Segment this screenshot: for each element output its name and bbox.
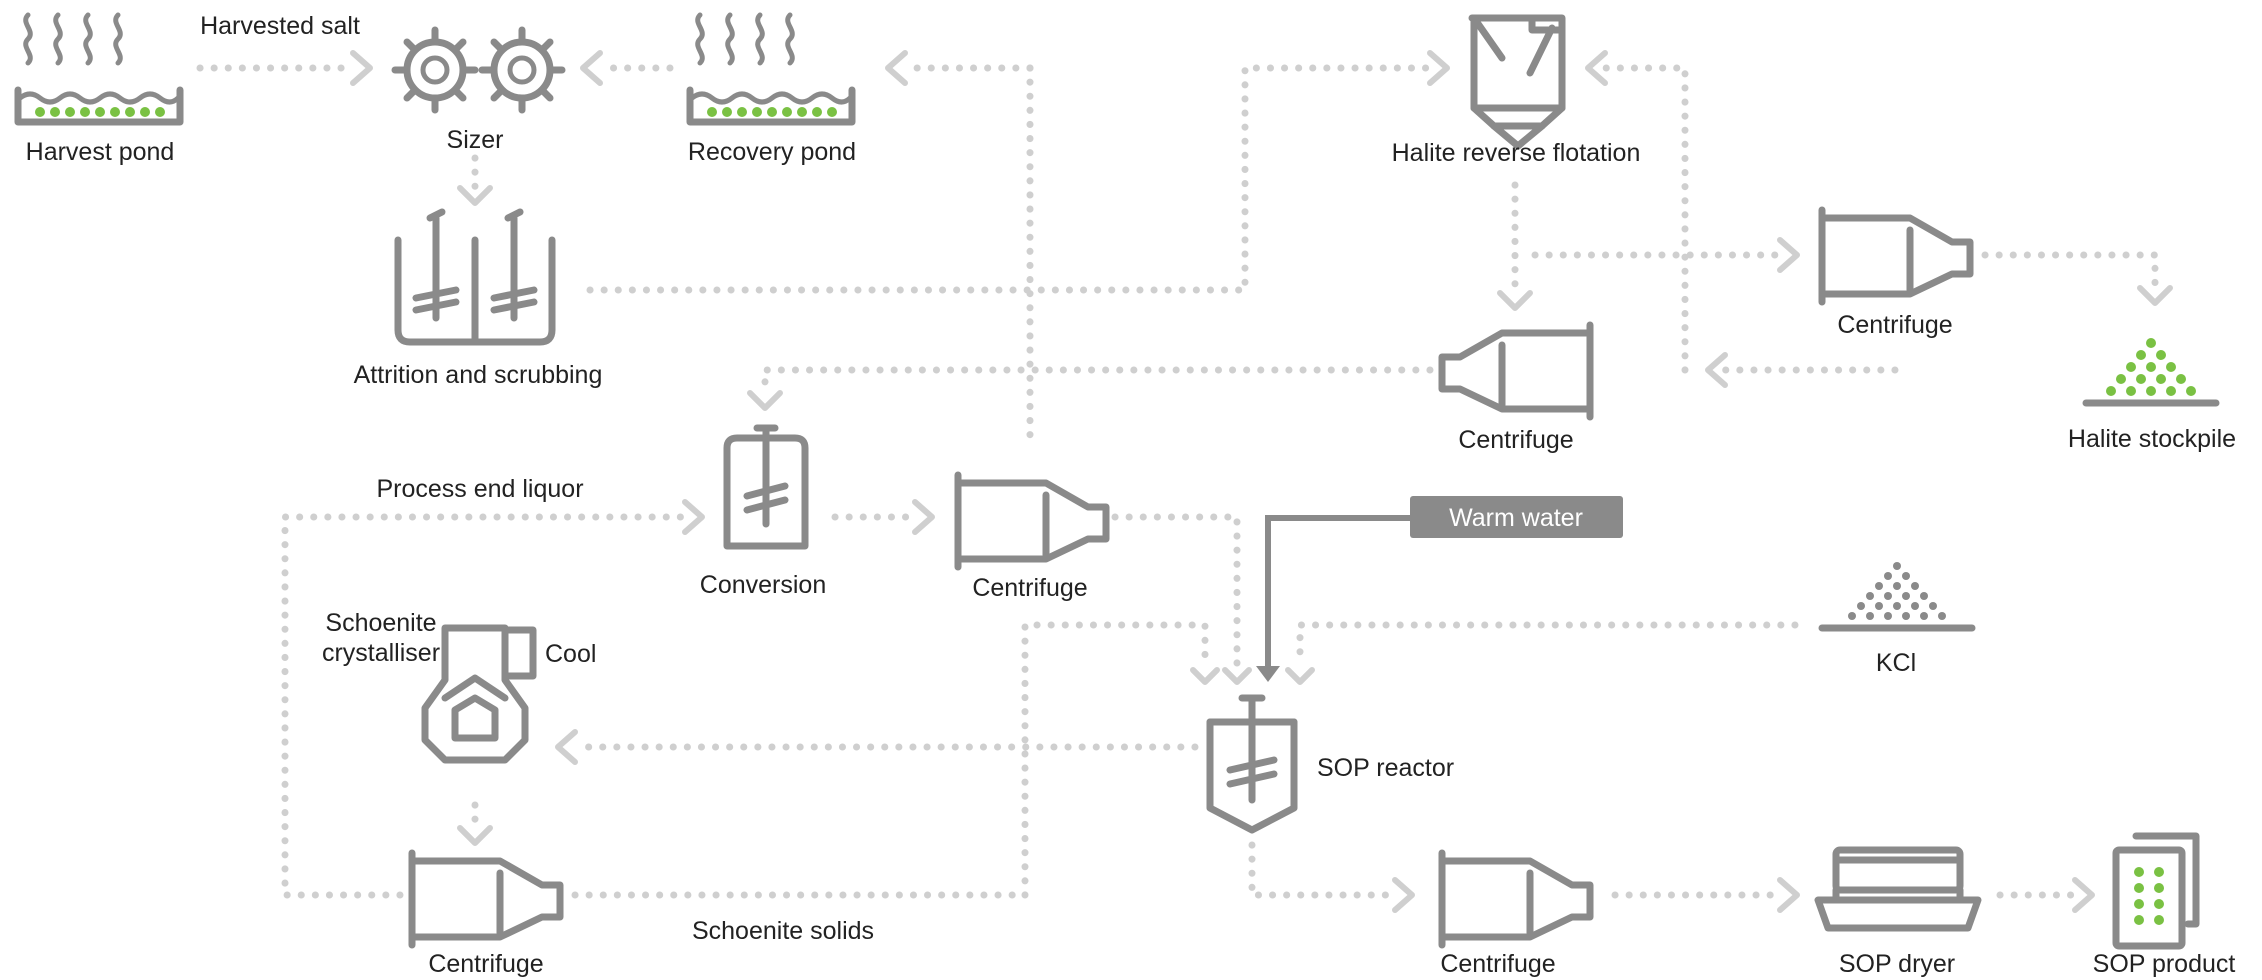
crystalliser-icon <box>421 624 537 764</box>
labels: Harvest pond Harvested salt Sizer Recove… <box>26 12 2236 978</box>
flow-arrow <box>682 499 705 535</box>
product-bags-icon <box>2112 832 2200 950</box>
kcl-label: KCl <box>1876 649 1916 677</box>
flow-centrifuge-to-reactor <box>1111 513 1241 669</box>
attrition-scrubbing-label: Attrition and scrubbing <box>354 361 603 389</box>
flow-arrow <box>1705 352 1728 388</box>
flow-arrow <box>1427 50 1450 86</box>
sop-reactor-label: SOP reactor <box>1317 754 1454 782</box>
flow-arrow <box>555 729 578 765</box>
sizer-label: Sizer <box>447 126 504 154</box>
stockpile-icon <box>2082 338 2220 407</box>
halite-reverse-flotation-label: Halite reverse flotation <box>1392 139 1641 167</box>
flow-arrow <box>457 825 493 846</box>
flow-arrow <box>1285 667 1315 685</box>
warm-water-label: Warm water <box>1449 504 1583 532</box>
flotation-cell-icon <box>1468 14 1566 150</box>
flow-arrow <box>1190 667 1220 685</box>
centrifuge-label: Centrifuge <box>972 574 1087 602</box>
centrifuge-label: Centrifuge <box>1837 311 1952 339</box>
agitator-icon <box>723 424 809 550</box>
centrifuge-icon <box>954 471 1110 571</box>
centrifuge-label: Centrifuge <box>1458 426 1573 454</box>
flow-arrow <box>747 390 783 411</box>
centrifuge-label: Centrifuge <box>1440 950 1555 978</box>
centrifuge-icon <box>408 849 564 949</box>
warm-water-box: Warm water <box>1410 496 1623 538</box>
harvest-pond-label: Harvest pond <box>26 138 175 166</box>
flow-arrow <box>2137 285 2173 306</box>
schoenite-crystalliser-label-1: Schoenite <box>325 609 436 637</box>
stockpile-icon <box>1818 562 1976 632</box>
sop-product-label: SOP product <box>2093 950 2236 978</box>
recovery-pond-label: Recovery pond <box>688 138 856 166</box>
flow-arrow <box>1777 877 1800 913</box>
flow-lines <box>196 50 2173 913</box>
halite-stockpile-label: Halite stockpile <box>2068 425 2236 453</box>
process-end-liquor-label: Process end liquor <box>376 475 583 503</box>
flow-centrifuge-to-conversion <box>761 366 1434 399</box>
schoenite-crystalliser-label-2: crystalliser <box>322 639 440 667</box>
centrifuge-label: Centrifuge <box>428 950 543 978</box>
flow-arrow <box>912 499 935 535</box>
flow-arrow <box>350 50 373 86</box>
conversion-label: Conversion <box>700 571 826 599</box>
warm-water-arrowhead <box>1256 666 1280 682</box>
centrifuge-icon <box>1438 849 1594 949</box>
schoenite-solids-label: Schoenite solids <box>692 917 874 945</box>
flow-recycle-to-reactor <box>1021 621 1209 899</box>
warm-water-line <box>1265 515 1410 672</box>
sop-dryer-label: SOP dryer <box>1839 950 1955 978</box>
centrifuge-icon <box>1818 206 1974 306</box>
flow-arrow <box>2072 877 2095 913</box>
flow-arrow <box>1777 237 1800 273</box>
flow-kcl-to-reactor <box>1296 621 1799 669</box>
reactor-icon <box>1206 694 1298 834</box>
dryer-icon <box>1814 846 1982 932</box>
flow-reactor-to-centrifuge <box>1248 841 1399 899</box>
flow-centrifuge-to-stockpile <box>1981 251 2159 294</box>
flow-arrow <box>1222 667 1252 685</box>
tank-icon <box>394 208 556 346</box>
flow-arrow <box>885 50 908 86</box>
flow-process-end-liquor <box>281 513 689 899</box>
cool-label: Cool <box>545 640 596 668</box>
flow-arrow <box>1392 877 1415 913</box>
centrifuge-icon <box>1438 321 1594 421</box>
pond-icon <box>686 12 856 126</box>
gears-icon <box>391 26 566 114</box>
flow-arrow <box>580 50 603 86</box>
flow-arrow <box>1585 50 1608 86</box>
harvested-salt-label: Harvested salt <box>200 12 360 40</box>
flow-arrow <box>1497 290 1533 311</box>
pond-icon <box>14 12 184 126</box>
flow-recycle-to-flotation <box>1601 64 1689 374</box>
flow-arrow <box>457 185 493 206</box>
flow-attrition-to-flotation <box>586 64 1434 294</box>
